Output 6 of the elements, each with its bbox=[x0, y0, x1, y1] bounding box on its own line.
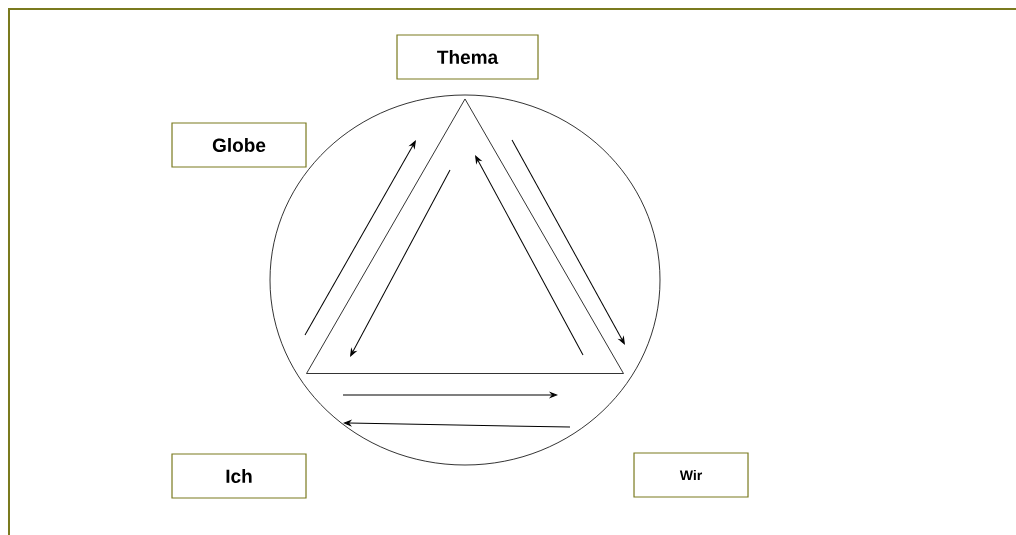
label-box: Wir bbox=[633, 452, 749, 498]
triangle bbox=[306, 98, 624, 374]
label-box: Globe bbox=[171, 122, 307, 168]
label-box: Thema bbox=[396, 34, 539, 80]
globe-circle bbox=[269, 94, 661, 466]
label-box: Ich bbox=[171, 453, 307, 499]
